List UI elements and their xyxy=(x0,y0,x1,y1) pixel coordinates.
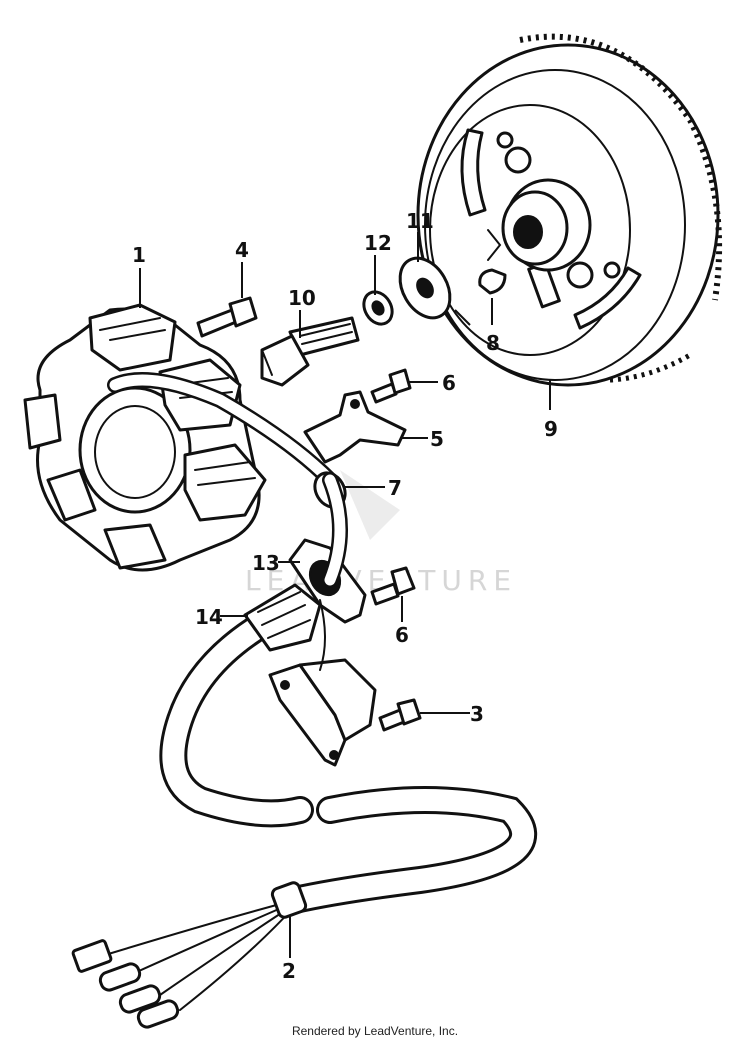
callout-6-lower: 6 xyxy=(395,623,409,647)
watermark: LEADVENTURE xyxy=(245,470,511,597)
lock-washer xyxy=(362,290,394,326)
callout-6-upper: 6 xyxy=(442,371,456,395)
callout-11: 11 xyxy=(406,209,434,233)
footer-credit: Rendered by LeadVenture, Inc. xyxy=(291,1024,459,1038)
stator-assembly xyxy=(23,303,338,572)
callout-14: 14 xyxy=(195,605,223,629)
flywheel xyxy=(416,33,723,387)
screw-lower xyxy=(370,566,416,606)
callout-10: 10 xyxy=(288,286,316,310)
callout-4: 4 xyxy=(235,238,249,262)
callout-7: 7 xyxy=(388,476,402,500)
callout-8: 8 xyxy=(486,331,500,355)
washer xyxy=(398,256,471,326)
woodruff-key xyxy=(478,268,507,295)
pulser-bracket xyxy=(268,599,377,767)
callout-labels: 1 2 3 4 5 6 6 7 8 9 10 11 12 13 14 xyxy=(132,209,558,983)
callout-5: 5 xyxy=(430,427,444,451)
screw-upper xyxy=(370,368,412,404)
callout-2: 2 xyxy=(282,959,296,983)
grommet xyxy=(288,472,367,624)
callout-9: 9 xyxy=(544,417,558,441)
screw-pulser xyxy=(378,698,422,732)
leader-lines xyxy=(139,232,551,958)
callout-1: 1 xyxy=(132,243,146,267)
stator-bolt xyxy=(196,296,258,338)
wire-harness xyxy=(71,583,538,1029)
callout-12: 12 xyxy=(364,231,392,255)
flywheel-bolt xyxy=(260,316,360,387)
cable-bracket xyxy=(303,390,407,464)
callout-13: 13 xyxy=(252,551,280,575)
callout-3: 3 xyxy=(470,702,484,726)
